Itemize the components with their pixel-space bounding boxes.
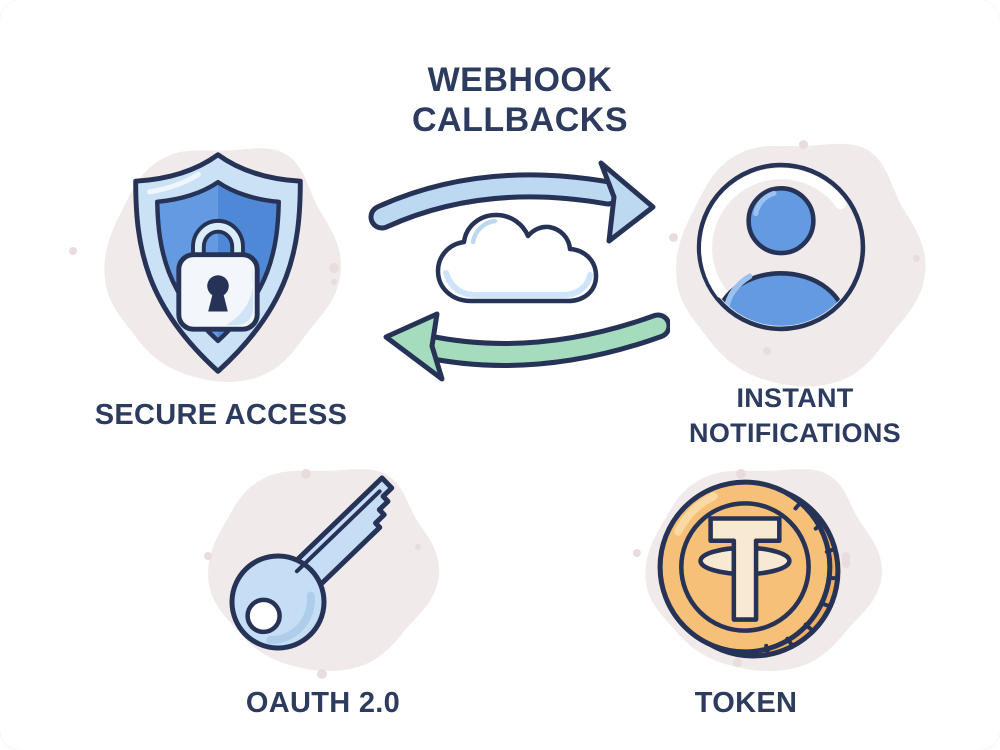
avatar-head-highlight [753, 190, 777, 217]
label-oauth: OAUTH 2.0 [245, 687, 401, 719]
avatar-circle-highlight [701, 168, 847, 299]
avatar-head [746, 186, 816, 256]
tether-t-symbol [708, 516, 782, 622]
arrow-left-head [383, 311, 445, 382]
lock-shackle [194, 222, 242, 261]
decor-dot [317, 669, 327, 679]
arrow-right-icon [368, 160, 656, 244]
arrow-right-head [598, 160, 656, 244]
shield-lock-icon [133, 152, 303, 374]
decor-dot [633, 549, 641, 557]
coin-edge-ticks [764, 499, 840, 657]
cloud-body [435, 212, 599, 304]
coin-inner-ring [679, 501, 811, 633]
decor-dot [913, 255, 920, 262]
decor-dot [763, 347, 771, 355]
diagram-title: WEBHOOK CALLBACKS [300, 60, 740, 140]
arrow-right-shaft [373, 177, 617, 226]
label-instant-line2: NOTIFICATIONS [689, 418, 901, 448]
cloud-icon [435, 212, 599, 304]
decor-dot [733, 658, 742, 667]
decor-dot [799, 140, 808, 149]
decor-dot [331, 279, 337, 285]
arrow-left-shaft [415, 317, 667, 363]
decor-dot [669, 233, 678, 242]
diagram-title-line1: WEBHOOK [427, 61, 613, 99]
key-icon [229, 475, 395, 651]
decor-dot [736, 469, 746, 479]
lock-keyhole-tail [208, 291, 228, 312]
label-token: TOKEN [694, 687, 798, 719]
label-secure-access: SECURE ACCESS [94, 399, 348, 431]
key-head-shade [266, 591, 315, 645]
decor-dot [415, 544, 421, 550]
tether-coin-icon [657, 479, 841, 659]
key-hole [245, 597, 282, 635]
label-instant-line1: INSTANT [736, 383, 854, 413]
decor-dot [301, 469, 311, 479]
user-avatar-icon [696, 162, 866, 332]
lock-keyhole-circle [207, 275, 229, 297]
key-ridge-line [294, 489, 382, 574]
label-instant-notifications: INSTANT NOTIFICATIONS [634, 381, 956, 451]
shield-outer-highlight [146, 171, 201, 195]
arrow-left-icon [383, 311, 670, 382]
shield-inner-outline [155, 179, 281, 344]
coin-face-highlight [674, 492, 718, 536]
decor-dot [842, 552, 850, 568]
decor-dot [69, 247, 77, 255]
cloud-highlight [470, 218, 498, 245]
decor-dot [329, 263, 339, 273]
diagram-title-line2: CALLBACKS [411, 101, 629, 139]
decor-dot [204, 552, 212, 560]
lock-body-shade [225, 268, 254, 326]
cloud-bottom-band [443, 270, 593, 298]
